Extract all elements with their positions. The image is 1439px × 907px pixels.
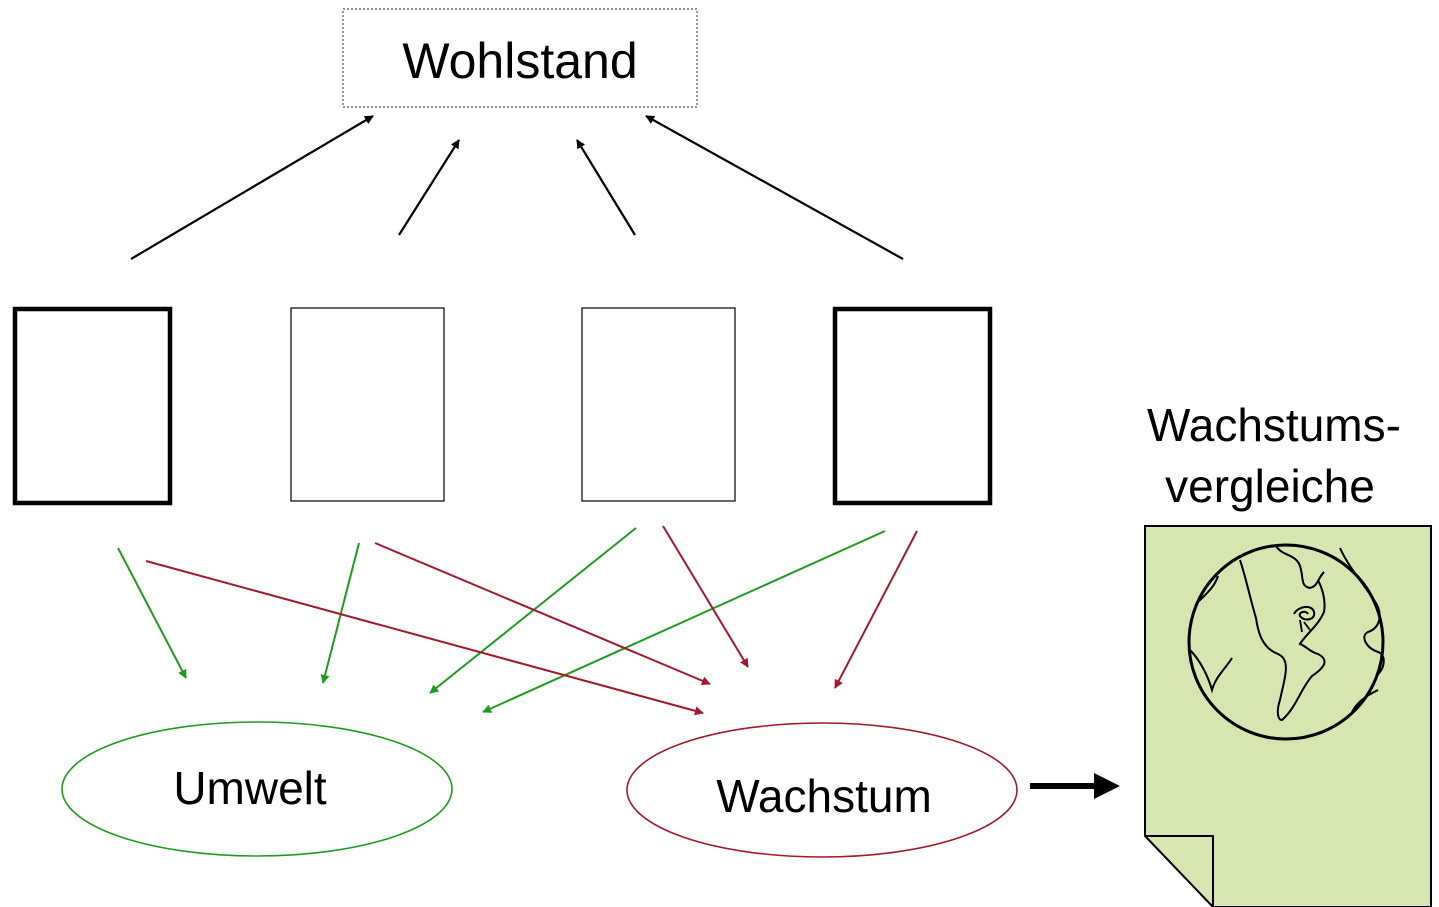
document-title-line-2: vergleiche [1165,460,1375,512]
wachstum-node: Wachstum [626,722,1018,858]
wohlstand-node: Wohlstand [342,8,698,108]
indicator-box-1 [12,306,173,506]
arrow-box1-to-umwelt [117,547,187,679]
indicator-box-3 [581,307,736,502]
arrow-box4-to-wohlstand [645,115,904,260]
wachstum-arrows [145,525,918,716]
umwelt-node: Umwelt [61,721,453,857]
umwelt-label: Umwelt [173,762,327,814]
wachstum-label: Wachstum [716,770,932,822]
arrow-box4-to-umwelt [482,530,886,713]
globe-icon [1187,543,1385,741]
arrow-box3-to-wohlstand [576,139,636,236]
arrow-box2-to-wachstum [374,542,711,686]
arrow-box4-to-wachstum [834,530,918,689]
indicator-box-2 [290,307,445,502]
arrow-box2-to-umwelt [320,542,360,684]
document-title-line-1: Wachstums- [1147,399,1401,451]
umwelt-arrows [117,527,886,713]
comparison-document [1144,525,1432,907]
wohlstand-arrows [130,115,904,260]
arrow-box2-to-wohlstand [398,139,460,236]
wohlstand-label: Wohlstand [402,33,637,89]
arrow-box1-to-wohlstand [130,115,374,260]
arrow-box3-to-wachstum [662,525,749,668]
indicator-box-4 [832,306,993,506]
arrow-wachstum-to-document [1030,773,1120,799]
arrow-box1-to-wachstum [145,560,704,716]
